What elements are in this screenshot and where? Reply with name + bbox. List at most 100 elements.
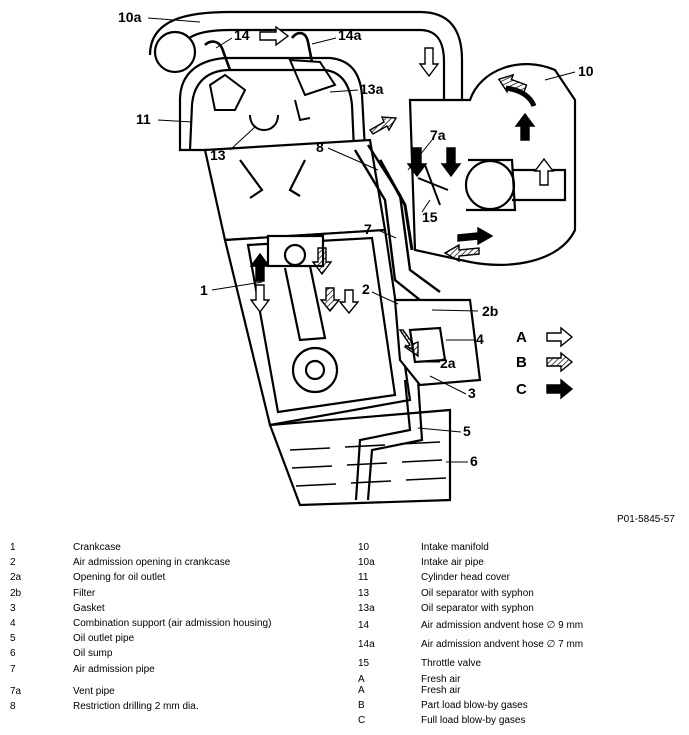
legend-text: Air admission andvent hose ∅ 7 mm — [421, 639, 584, 651]
legend-text: Filter — [73, 587, 96, 599]
legend-item: 1 Crankcase — [10, 540, 271, 555]
full-load-arrow-icon — [546, 378, 574, 400]
legend-number: 1 — [10, 542, 16, 553]
legend-text: Cylinder head cover — [421, 572, 510, 584]
callout-label: 5 — [463, 423, 471, 439]
callout-label: 2b — [482, 303, 498, 319]
callout-label: 13 — [210, 147, 226, 163]
legend-text: Restriction drilling 2 mm dia. — [73, 701, 199, 713]
legend-number: A — [358, 673, 365, 685]
legend-text: Fresh air — [421, 684, 461, 696]
legend-item: 10a Intake air pipe — [358, 555, 583, 570]
throttle-valve — [417, 164, 449, 206]
callout-label: 14a — [338, 27, 362, 43]
legend-item: 2b Filter — [10, 586, 271, 601]
callout-label: 7 — [364, 221, 372, 237]
legend-item: C Full load blow-by gases — [358, 713, 583, 728]
callout-label: 4 — [476, 331, 484, 347]
callout-labels: 10a 14 14a 10 11 13a 7a 8 13 15 7 1 2 2b… — [118, 9, 594, 469]
legend-text: Fresh air — [421, 673, 461, 685]
legend-item: 6 Oil sump — [10, 646, 271, 661]
legend-text: Oil sump — [73, 648, 113, 660]
callout-label: 11 — [136, 111, 151, 127]
legend-item: 10 Intake manifold — [358, 540, 583, 555]
callout-label: 6 — [470, 453, 478, 469]
legend-item: 14a Air admission andvent hose ∅ 7 mm — [358, 637, 583, 652]
vent-hoses — [204, 31, 314, 71]
legend-text: Air admission pipe — [73, 663, 155, 675]
legend-number: 5 — [10, 633, 16, 645]
air-admission-pipe — [353, 144, 441, 301]
legend-number: 13 — [358, 587, 370, 599]
legend-item: 13a Oil separator with syphon — [358, 601, 583, 616]
legend-text: Intake air pipe — [421, 557, 484, 569]
fresh-air-arrow-icon — [546, 326, 574, 348]
legend-number: 4 — [10, 618, 16, 630]
legend-number: 13a — [358, 602, 375, 614]
legend-item: 3 Gasket — [10, 601, 271, 616]
legend-number: C — [358, 715, 366, 727]
callout-label: 8 — [316, 139, 324, 155]
legend-text: Oil outlet pipe — [73, 633, 135, 645]
legend-text: Combination support (air admission housi… — [73, 618, 272, 630]
flow-key-letter: C — [516, 381, 527, 398]
legend-text: Oil separator with syphon — [421, 602, 534, 614]
flow-arrows — [249, 25, 555, 358]
legend-number: 2a — [10, 572, 22, 584]
part-load-arrow-icon — [546, 351, 574, 373]
oil-separator-13a — [288, 58, 337, 122]
callout-label: 2 — [362, 281, 370, 297]
legend-number: 11 — [358, 572, 369, 584]
legend-item: 5 Oil outlet pipe — [10, 631, 271, 646]
legend-text: Full load blow-by gases — [421, 715, 526, 727]
legend-text: Intake manifold — [421, 542, 489, 553]
legend-item: 4 Combination support (air admission hous… — [10, 616, 271, 631]
legend-number: 2 — [10, 557, 16, 569]
legend-number: 7a — [10, 685, 22, 697]
legend-number: 6 — [10, 648, 16, 660]
legend-text: Oil separator with syphon — [421, 587, 534, 599]
legend-text: Gasket — [73, 602, 105, 614]
legend-item: A Fresh air — [358, 672, 583, 687]
flow-key-letter: A — [516, 329, 527, 346]
legend-number: 10a — [358, 557, 375, 569]
legend-left-column: 1 Crankcase 2 Air admission opening in cra… — [10, 540, 271, 714]
callout-label: 7a — [430, 127, 446, 143]
legend-item: A Fresh air — [358, 683, 583, 698]
legend-item: 14 Air admission andvent hose ∅ 9 mm — [358, 618, 583, 633]
callout-label: 3 — [468, 385, 476, 401]
legend-number: 10 — [358, 542, 370, 553]
legend-text: Vent pipe — [73, 685, 115, 697]
intake-air-pipe — [148, 10, 464, 110]
legend-item: 2a Opening for oil outlet — [10, 570, 271, 585]
flow-key-letter: B — [516, 354, 527, 371]
callout-label: 10 — [578, 63, 594, 79]
legend-item: 11 Cylinder head cover — [358, 570, 583, 585]
legend-number: B — [358, 700, 365, 712]
legend-text: Air admission opening in crankcase — [73, 557, 231, 569]
callout-label: 2a — [440, 355, 456, 371]
legend-item: 2 Air admission opening in crankcase — [10, 555, 271, 570]
callout-label: 10a — [118, 9, 142, 25]
legend-number: A — [358, 684, 365, 696]
legend-item: 7a Vent pipe — [10, 684, 271, 699]
figure-reference: P01-5845-57 — [617, 514, 675, 525]
legend-number: 14a — [358, 639, 375, 651]
oil-sump — [268, 408, 452, 507]
legend-text: Opening for oil outlet — [73, 572, 166, 584]
oil-outlet-pipe — [354, 379, 424, 501]
legend-number: 14 — [358, 620, 370, 632]
callout-label: 14 — [234, 27, 250, 43]
engine-ventilation-diagram: 10a 14 14a 10 11 13a 7a 8 13 15 7 1 2 2b… — [118, 9, 594, 507]
callout-label: 13a — [360, 81, 384, 97]
legend-number: 3 — [10, 602, 16, 614]
legend-text: Air admission andvent hose ∅ 9 mm — [421, 620, 584, 632]
legend-text: Crankcase — [73, 542, 121, 553]
legend-number: 2b — [10, 587, 22, 599]
cylinder-head-cover — [178, 56, 367, 152]
